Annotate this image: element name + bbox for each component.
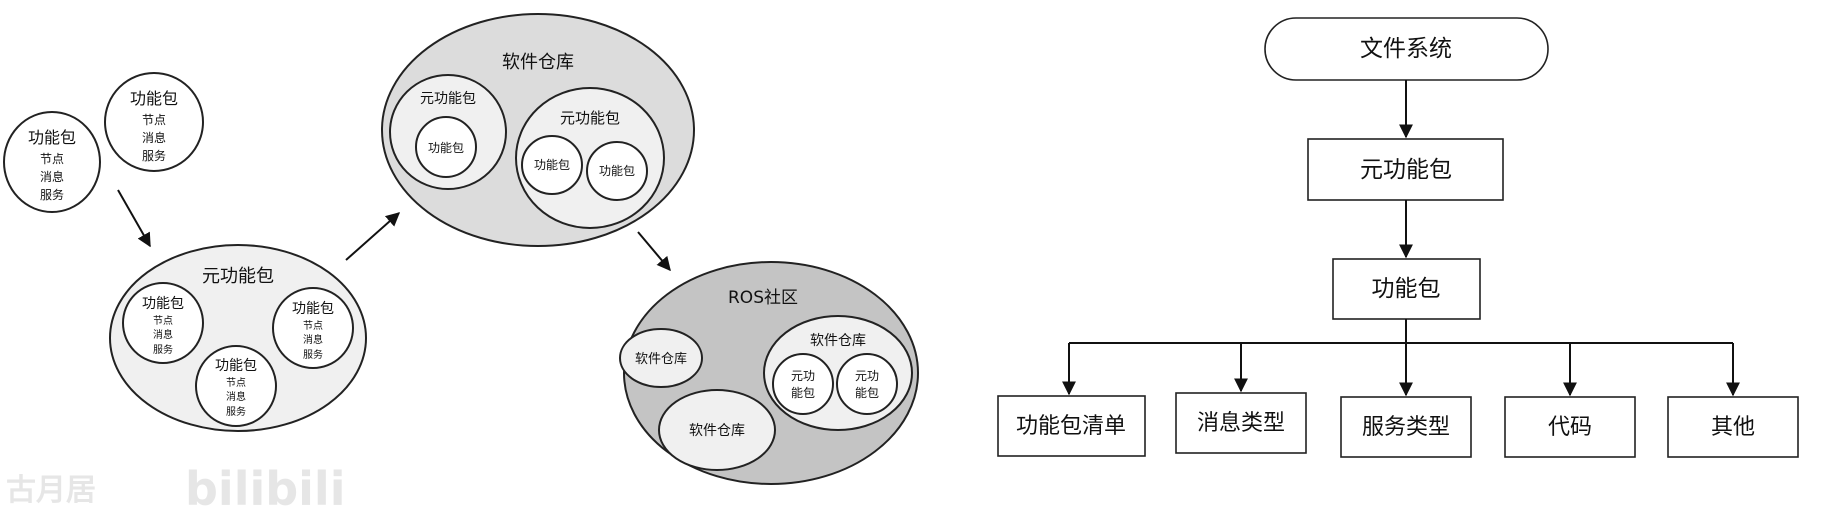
- package-service: 服务: [40, 187, 64, 202]
- package-label: 功能包: [142, 296, 184, 312]
- package-circle-2: 功能包 节点 消息 服务: [104, 72, 204, 172]
- metapackage-label: 元功能包: [560, 109, 620, 127]
- repository-ellipse: 软件仓库 元功能包 功能包 元功能包 功能包 功能包: [381, 13, 695, 247]
- watermark-author: 古月居: [6, 473, 96, 508]
- node-package: 功能包: [1332, 258, 1481, 320]
- package-label: 功能包: [130, 89, 178, 108]
- node-service-types: 服务类型: [1340, 396, 1472, 458]
- repository-label: 软件仓库: [810, 333, 866, 349]
- node-filesystem-label: 文件系统: [1360, 36, 1452, 62]
- node-manifest: 功能包清单: [997, 395, 1146, 457]
- node-manifest-label: 功能包清单: [1016, 414, 1126, 439]
- node-code: 代码: [1504, 396, 1636, 458]
- package-label: 功能包: [292, 301, 334, 317]
- package-node: 节点: [226, 377, 246, 389]
- community-label: ROS社区: [728, 288, 798, 308]
- node-code-label: 代码: [1548, 415, 1592, 440]
- metapackage-ellipse: 元功能包 功能包 节点 消息 服务 功能包 节点 消息 服务 功能包 节点 消息…: [109, 244, 367, 432]
- package-service: 服务: [153, 343, 173, 356]
- arrow-to-community: [637, 231, 671, 272]
- metapackage-label-line1: 元功: [855, 369, 879, 383]
- node-package-label: 功能包: [1372, 276, 1441, 302]
- filesystem-tree: 文件系统 元功能包 功能包 功能包清单 消息类型 服务类型: [997, 17, 1799, 458]
- package-label: 功能包: [28, 128, 76, 147]
- package-label: 功能包: [599, 164, 635, 178]
- node-other-label: 其他: [1711, 415, 1755, 440]
- metapackage-label-line2: 能包: [791, 386, 815, 400]
- package-node: 节点: [153, 315, 173, 327]
- package-label: 功能包: [534, 158, 570, 172]
- package-message: 消息: [142, 130, 166, 145]
- repository-label: 软件仓库: [635, 351, 687, 367]
- package-node: 节点: [40, 152, 64, 166]
- metapackage-label-line2: 能包: [855, 386, 879, 400]
- node-message-types: 消息类型: [1175, 392, 1307, 454]
- repository-label: 软件仓库: [502, 52, 574, 73]
- package-message: 消息: [153, 328, 173, 341]
- watermark-logo: bilibili: [185, 462, 345, 514]
- metapackage-label: 元功能包: [202, 266, 274, 287]
- repository-label: 软件仓库: [689, 423, 745, 439]
- package-node: 节点: [303, 320, 323, 332]
- node-metapackage-label: 元功能包: [1360, 157, 1452, 183]
- package-circle-1: 功能包 节点 消息 服务: [3, 111, 101, 213]
- package-service: 服务: [142, 148, 166, 163]
- package-label: 功能包: [215, 358, 257, 374]
- package-message: 消息: [303, 333, 323, 346]
- node-message-types-label: 消息类型: [1197, 411, 1285, 436]
- package-service: 服务: [226, 405, 246, 418]
- package-service: 服务: [303, 348, 323, 361]
- node-service-types-label: 服务类型: [1362, 415, 1450, 440]
- metapackage-label-line1: 元功: [791, 369, 815, 383]
- ecosystem-diagram: 功能包 节点 消息 服务 功能包 节点 消息 服务 元功能包 功能包 节点 消息…: [3, 13, 919, 485]
- node-other: 其他: [1667, 396, 1799, 458]
- node-metapackage: 元功能包: [1307, 138, 1504, 201]
- metapackage-label: 元功能包: [420, 91, 476, 107]
- node-filesystem: 文件系统: [1264, 17, 1549, 81]
- package-message: 消息: [226, 390, 246, 403]
- package-label: 功能包: [428, 141, 464, 155]
- community-ellipse: ROS社区 软件仓库 软件仓库 软件仓库 元功 能包 元功 能包: [619, 261, 919, 485]
- arrow-to-repository: [345, 212, 401, 261]
- package-message: 消息: [40, 169, 64, 184]
- watermark: 古月居 bilibili: [6, 462, 345, 516]
- package-node: 节点: [142, 113, 166, 127]
- arrow-to-metapackage: [117, 189, 151, 248]
